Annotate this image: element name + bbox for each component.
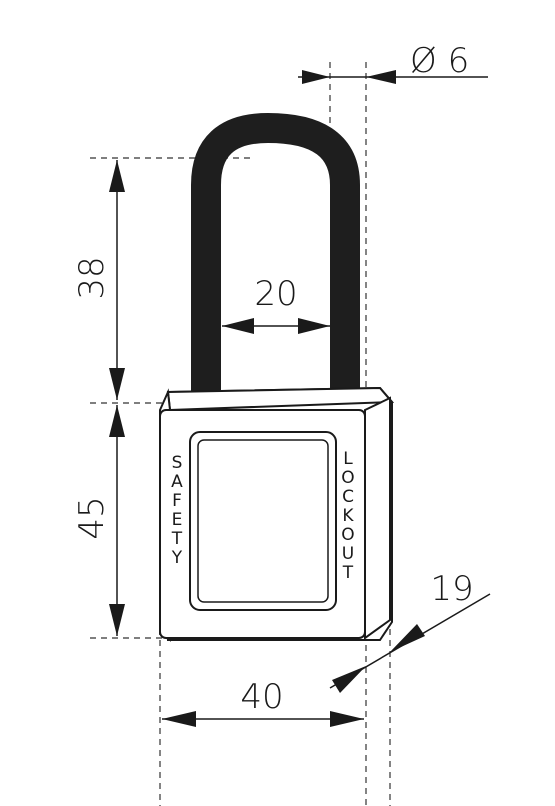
shackle-height-text: 38 bbox=[72, 256, 112, 299]
shackle-width-text: 20 bbox=[254, 274, 297, 314]
label-letter: E bbox=[172, 510, 183, 530]
body-height-dimension: 45 bbox=[72, 405, 125, 636]
label-letter: K bbox=[342, 506, 354, 526]
shackle-width-dimension: 20 bbox=[222, 274, 330, 334]
body-width-text: 40 bbox=[240, 677, 283, 717]
body-depth-dimension: 19 bbox=[329, 569, 491, 693]
label-letter: F bbox=[172, 491, 182, 511]
label-letter: L bbox=[343, 449, 353, 469]
shackle-height-dimension: 38 bbox=[72, 160, 125, 400]
body-depth-text: 19 bbox=[430, 569, 473, 609]
label-letter: Y bbox=[171, 548, 183, 568]
label-letter: U bbox=[342, 544, 354, 564]
lock-body bbox=[159, 386, 395, 642]
shackle-diameter-dimension: Ø 6 bbox=[298, 41, 488, 84]
label-letter: C bbox=[342, 487, 354, 507]
label-letter: T bbox=[342, 563, 354, 583]
label-window bbox=[189, 431, 337, 611]
label-letter: T bbox=[171, 529, 183, 549]
body-height-text: 45 bbox=[72, 496, 112, 539]
shackle bbox=[191, 112, 360, 410]
label-letter: A bbox=[171, 472, 183, 492]
label-window-inner bbox=[197, 439, 329, 603]
diameter-text: Ø 6 bbox=[410, 41, 469, 81]
body-width-dimension: 40 bbox=[162, 677, 364, 727]
label-letter: S bbox=[172, 453, 183, 473]
label-letter: O bbox=[341, 525, 354, 545]
label-letter: O bbox=[341, 468, 354, 488]
